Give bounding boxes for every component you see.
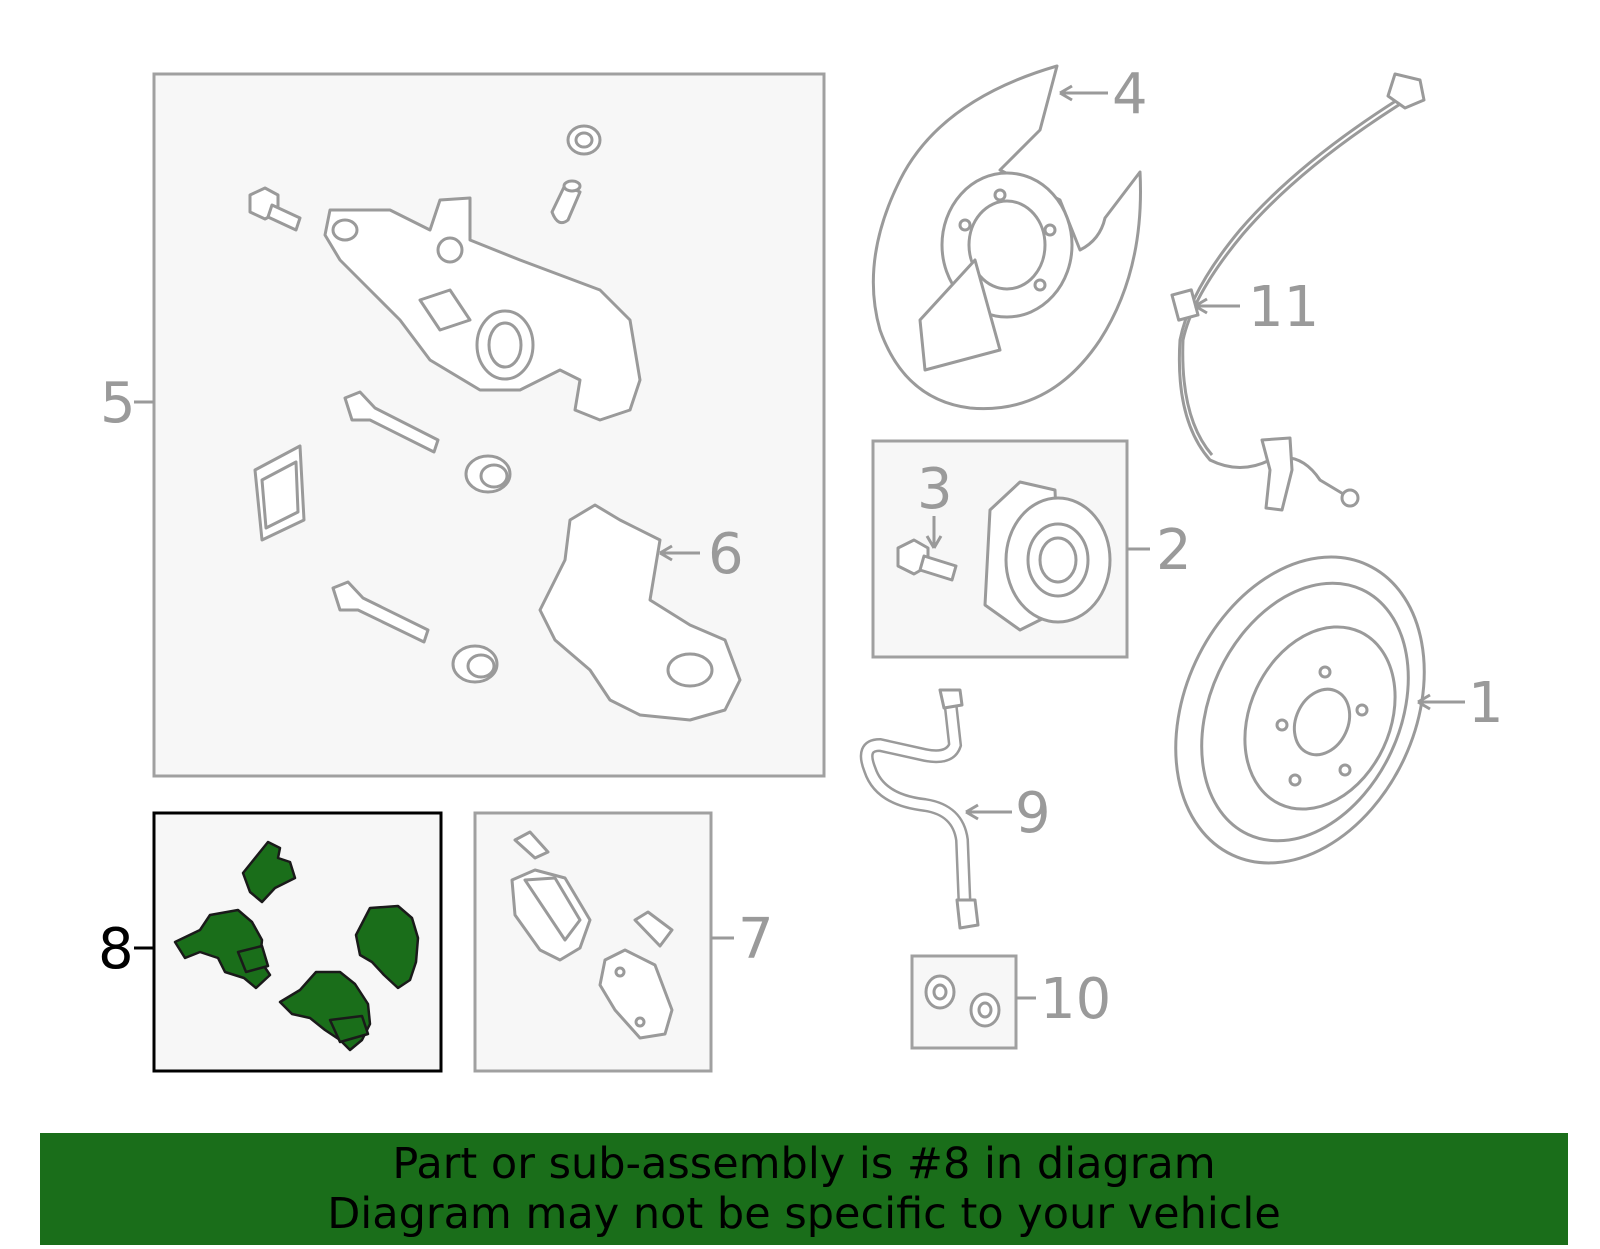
part-5-group[interactable]: 5 — [100, 72, 826, 778]
guide-pin-upper-drawing — [343, 390, 440, 454]
boot-lower-drawing — [451, 644, 499, 684]
pad-clip-kit-drawing — [173, 840, 420, 1052]
part-10-group[interactable]: 10 — [910, 954, 1111, 1050]
callout-11: 11 — [1248, 275, 1319, 340]
part-7-box — [473, 811, 713, 1073]
wheel-hub-drawing — [983, 480, 1112, 632]
washers-drawing — [924, 974, 1001, 1028]
part-4-group[interactable]: 4 — [871, 62, 1148, 411]
bleeder-drawing — [550, 124, 602, 225]
boot-upper-drawing — [464, 454, 512, 494]
shim-plate-drawing — [253, 444, 306, 542]
part-6-group[interactable]: 6 — [538, 503, 744, 722]
brake-pads-drawing — [510, 830, 674, 1040]
callout-10: 10 — [1040, 967, 1111, 1032]
callout-9: 9 — [1015, 781, 1051, 846]
part-9-group[interactable]: 9 — [859, 688, 1051, 930]
part-11-group[interactable]: 11 — [1170, 72, 1426, 512]
callout-8: 8 — [98, 917, 134, 982]
brake-rotor-drawing — [1174, 555, 1426, 865]
info-banner: Part or sub-assembly is #8 in diagram Di… — [40, 1133, 1568, 1245]
part-7-group[interactable]: 7 — [473, 811, 774, 1073]
banner-line-2: Diagram may not be specific to your vehi… — [327, 1189, 1281, 1239]
guide-pin-lower-drawing — [331, 580, 430, 644]
callout-2: 2 — [1156, 518, 1192, 583]
callout-1: 1 — [1468, 671, 1504, 736]
callout-7: 7 — [738, 907, 774, 972]
callout-3: 3 — [917, 457, 953, 522]
banner-line-1: Part or sub-assembly is #8 in diagram — [392, 1139, 1216, 1189]
bolt-top-drawing — [248, 186, 302, 232]
callout-6: 6 — [708, 522, 744, 587]
part-3-group[interactable]: 3 — [896, 457, 958, 582]
callout-5: 5 — [100, 371, 136, 436]
part-8-group[interactable]: 8 — [98, 811, 443, 1073]
caliper-body-drawing — [323, 196, 642, 422]
callout-4: 4 — [1112, 62, 1148, 127]
part-1-group[interactable]: 1 — [1128, 516, 1504, 903]
